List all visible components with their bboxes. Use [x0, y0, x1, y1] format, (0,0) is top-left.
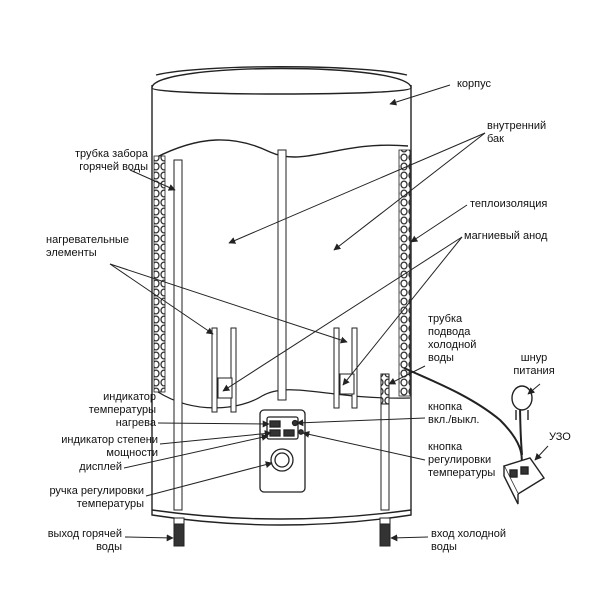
- label-power-indicator: индикатор степени мощности: [61, 434, 158, 459]
- inner-tank-wave: [154, 139, 409, 159]
- power-indicator-led: [269, 429, 281, 437]
- label-temp-button: кнопка регулировки температуры: [428, 441, 496, 479]
- label-heat-indicator: индикатор температуры нагрева: [88, 391, 156, 429]
- heat-indicator-led: [269, 420, 281, 428]
- label-uzo: УЗО: [549, 431, 571, 443]
- onoff-button[interactable]: [291, 419, 299, 427]
- label-cold-in: вход холодной воды: [431, 528, 506, 553]
- label-hot-pipe: трубка забора горячей воды: [75, 148, 148, 173]
- pointer-anode-2: [342, 236, 463, 386]
- pointer-insulation: [410, 204, 468, 243]
- pointer-hot-out: [124, 534, 174, 542]
- tank-top-rim: [155, 66, 408, 76]
- label-insulation: теплоизоляция: [470, 198, 548, 210]
- tank-bottom-lip: [151, 509, 412, 520]
- insulation-right: [398, 149, 411, 397]
- hot-water-pipe: [173, 159, 183, 511]
- inner-tank-bottom-wave: [157, 389, 411, 409]
- magnesium-anode: [277, 149, 287, 401]
- plug-icon: [511, 385, 533, 411]
- cold-water-inlet: [379, 517, 391, 547]
- tank-top-lid: [151, 67, 412, 95]
- label-inner-tank: внутренний бак: [487, 120, 547, 145]
- pointer-heaters-1: [109, 263, 214, 335]
- temperature-knob-inner: [274, 452, 290, 468]
- pointer-power-cord: [527, 383, 541, 395]
- pointer-uzo: [534, 445, 549, 461]
- pointer-temp-knob: [145, 461, 273, 497]
- label-display: дисплей: [79, 461, 122, 473]
- label-temp-knob: ручка регулировки температуры: [49, 485, 144, 510]
- pointer-heaters-2: [109, 263, 348, 344]
- insulation-left: [153, 155, 166, 393]
- pointer-korpus: [389, 84, 451, 106]
- label-heaters: нагревательные элементы: [46, 234, 129, 259]
- hot-water-outlet: [173, 517, 185, 547]
- pointer-inner-tank-2: [333, 132, 486, 251]
- pointer-display: [123, 433, 269, 469]
- label-cold-pipe: трубка подвода холодной воды: [428, 313, 477, 364]
- power-plug: [511, 385, 533, 420]
- pointer-hot-pipe: [129, 169, 176, 191]
- pointer-lines: [109, 84, 549, 542]
- pointer-cold-in: [390, 534, 429, 542]
- temperature-button[interactable]: [298, 429, 304, 435]
- pointer-heat-indicator: [157, 420, 270, 428]
- pointer-cold-pipe: [388, 365, 426, 385]
- pointer-inner-tank-1: [228, 132, 486, 244]
- pointer-power-indicator: [159, 430, 272, 445]
- pointer-anode-1: [222, 236, 463, 392]
- power-indicator-led-2: [283, 429, 295, 437]
- pointer-temp-button: [302, 430, 426, 461]
- rcd-device: [503, 457, 545, 505]
- label-korpus: корпус: [457, 78, 492, 90]
- label-hot-out: выход горячей воды: [47, 528, 122, 553]
- label-onoff-button: кнопка вкл./выкл.: [428, 401, 480, 426]
- pointer-onoff: [296, 417, 426, 427]
- control-panel: [259, 409, 306, 493]
- label-anode: магниевый анод: [464, 230, 548, 242]
- label-power-cord: шнур питания: [513, 352, 555, 377]
- cold-water-pipe: [380, 373, 390, 511]
